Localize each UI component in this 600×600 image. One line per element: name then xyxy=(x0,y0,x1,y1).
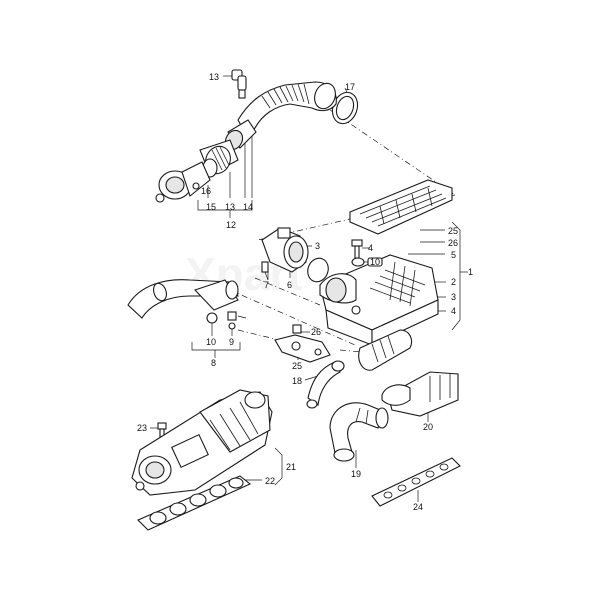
callout-26b: 26 xyxy=(311,327,321,337)
gasket-strip-24 xyxy=(371,457,461,507)
hose-18 xyxy=(306,360,345,409)
sensor-plug-13 xyxy=(231,69,247,99)
callout-3: 3 xyxy=(315,241,320,251)
callout-25b: 25 xyxy=(292,361,302,371)
hose-clamp-17 xyxy=(331,91,359,125)
callout-labels: 13 17 16 15 13 14 12 25 26 5 3 4 10 7 6 … xyxy=(137,72,473,512)
callout-10: 10 xyxy=(370,257,380,267)
air-filter-housing-1 xyxy=(319,254,439,346)
filter-lid-25 xyxy=(349,179,453,235)
callout-10b: 10 xyxy=(206,337,216,347)
callout-13b: 13 xyxy=(225,202,235,212)
callout-8: 8 xyxy=(211,358,216,368)
callout-21: 21 xyxy=(286,462,296,472)
bolt-4 xyxy=(351,239,363,259)
callout-14: 14 xyxy=(243,202,253,212)
callout-15: 15 xyxy=(206,202,216,212)
callout-4b: 4 xyxy=(451,306,456,316)
callout-6: 6 xyxy=(287,280,292,290)
nut-10 xyxy=(351,257,365,267)
callout-23: 23 xyxy=(137,423,147,433)
sensor-housing-15 xyxy=(155,139,239,203)
callout-16: 16 xyxy=(201,186,211,196)
air-guide-20 xyxy=(381,371,459,417)
callout-13: 13 xyxy=(209,72,219,82)
intake-pipe-8 xyxy=(127,279,247,330)
callout-20: 20 xyxy=(423,422,433,432)
callout-24: 24 xyxy=(413,502,423,512)
callout-25: 25 xyxy=(448,226,458,236)
callout-19: 19 xyxy=(351,469,361,479)
callout-17: 17 xyxy=(345,82,355,92)
intake-duct-large xyxy=(358,329,413,371)
callout-1: 1 xyxy=(468,267,473,277)
callout-2: 2 xyxy=(451,277,456,287)
gasket-22 xyxy=(137,475,252,531)
callout-4: 4 xyxy=(368,243,373,253)
bent-hose-19 xyxy=(329,402,389,462)
intake-hose-upper xyxy=(237,81,337,140)
callout-9: 9 xyxy=(229,337,234,347)
callout-5: 5 xyxy=(451,250,456,260)
callout-18: 18 xyxy=(292,376,302,386)
callout-7: 7 xyxy=(264,280,269,290)
callout-26: 26 xyxy=(448,238,458,248)
bracket-25 xyxy=(274,324,331,363)
callout-12: 12 xyxy=(226,220,236,230)
air-mass-meter-6 xyxy=(261,227,329,283)
intake-manifold-21 xyxy=(131,389,273,496)
callout-3b: 3 xyxy=(451,292,456,302)
callout-22: 22 xyxy=(265,476,275,486)
screw-7 xyxy=(261,261,269,281)
